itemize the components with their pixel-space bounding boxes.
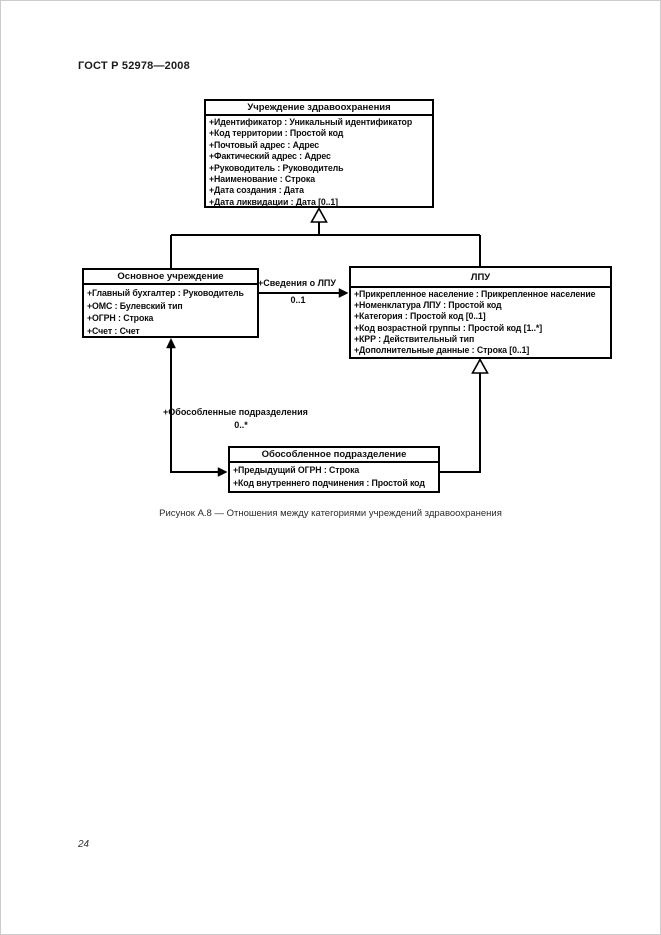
class-attribute: +КРР : Действительный тип <box>354 333 475 344</box>
association-multiplicity-lpu-info: 0..1 <box>290 295 306 305</box>
association-arrow-main-institution <box>166 337 176 349</box>
generalization-line-to-healthcare <box>170 221 481 269</box>
association-label-subdivisions: +Обособленные подразделения <box>163 407 308 417</box>
class-attribute: +ОМС : Булевский тип <box>87 300 183 311</box>
class-attribute: +Номенклатура ЛПУ : Простой код <box>354 300 502 311</box>
association-label-lpu-info: +Сведения о ЛПУ <box>258 278 336 288</box>
class-title: Обособленное подразделение <box>230 448 438 463</box>
class-attribute: +Код внутреннего подчинения : Простой ко… <box>233 478 425 488</box>
class-attribute: +Прикрепленное население : Прикрепленное… <box>354 289 596 299</box>
class-attributes: +Прикрепленное население : Прикрепленное… <box>351 288 610 356</box>
class-attributes: +Главный бухгалтер : Руководитель +ОМС :… <box>84 285 257 337</box>
class-healthcare-institution: Учреждение здравоохранения +Идентификато… <box>204 99 434 208</box>
class-attribute: +Код возрастной группы : Простой код [1.… <box>354 322 543 333</box>
class-attributes: +Предыдущий ОГРН : Строка +Код внутренне… <box>230 463 438 490</box>
class-attribute: +Руководитель : Руководитель <box>209 162 344 173</box>
class-attribute: +ОГРН : Строка <box>87 313 154 324</box>
page-number: 24 <box>78 839 90 850</box>
class-attribute: +Главный бухгалтер : Руководитель <box>87 288 244 298</box>
class-lpu: ЛПУ +Прикрепленное население : Прикрепле… <box>349 266 612 359</box>
document-header: ГОСТ Р 52978—2008 <box>78 60 190 72</box>
generalization-triangle-healthcare <box>310 206 328 223</box>
class-title: Основное учреждение <box>84 270 257 285</box>
class-attribute: +Дополнительные данные : Строка [0..1] <box>354 345 530 356</box>
association-arrow-subdivision <box>217 467 228 477</box>
class-main-institution: Основное учреждение +Главный бухгалтер :… <box>82 268 259 338</box>
class-attribute: +Наименование : Строка <box>209 174 315 185</box>
class-attribute: +Предыдущий ОГРН : Строка <box>233 465 360 475</box>
generalization-line-to-lpu <box>440 372 481 473</box>
class-attribute: +Код территории : Простой код <box>209 128 344 139</box>
class-attribute: +Дата ликвидации : Дата [0..1] <box>209 196 339 207</box>
generalization-triangle-lpu <box>471 357 489 374</box>
class-attribute: +Счет : Счет <box>87 325 140 336</box>
class-title: ЛПУ <box>351 268 610 288</box>
class-attribute: +Категория : Простой код [0..1] <box>354 311 486 322</box>
class-attribute: +Идентификатор : Уникальный идентификато… <box>209 117 413 127</box>
figure-caption: Рисунок А.8 — Отношения между категориям… <box>159 508 502 519</box>
class-attribute: +Фактический адрес : Адрес <box>209 151 331 162</box>
class-attributes: +Идентификатор : Уникальный идентификато… <box>206 116 432 208</box>
class-attribute: +Дата создания : Дата <box>209 185 304 196</box>
class-attribute: +Почтовый адрес : Адрес <box>209 139 320 150</box>
class-title: Учреждение здравоохранения <box>206 101 432 116</box>
class-separate-subdivision: Обособленное подразделение +Предыдущий О… <box>228 446 440 493</box>
association-multiplicity-subdivisions: 0..* <box>234 420 248 430</box>
association-line-subdivisions <box>170 347 219 473</box>
association-arrow-lpu <box>338 288 349 298</box>
